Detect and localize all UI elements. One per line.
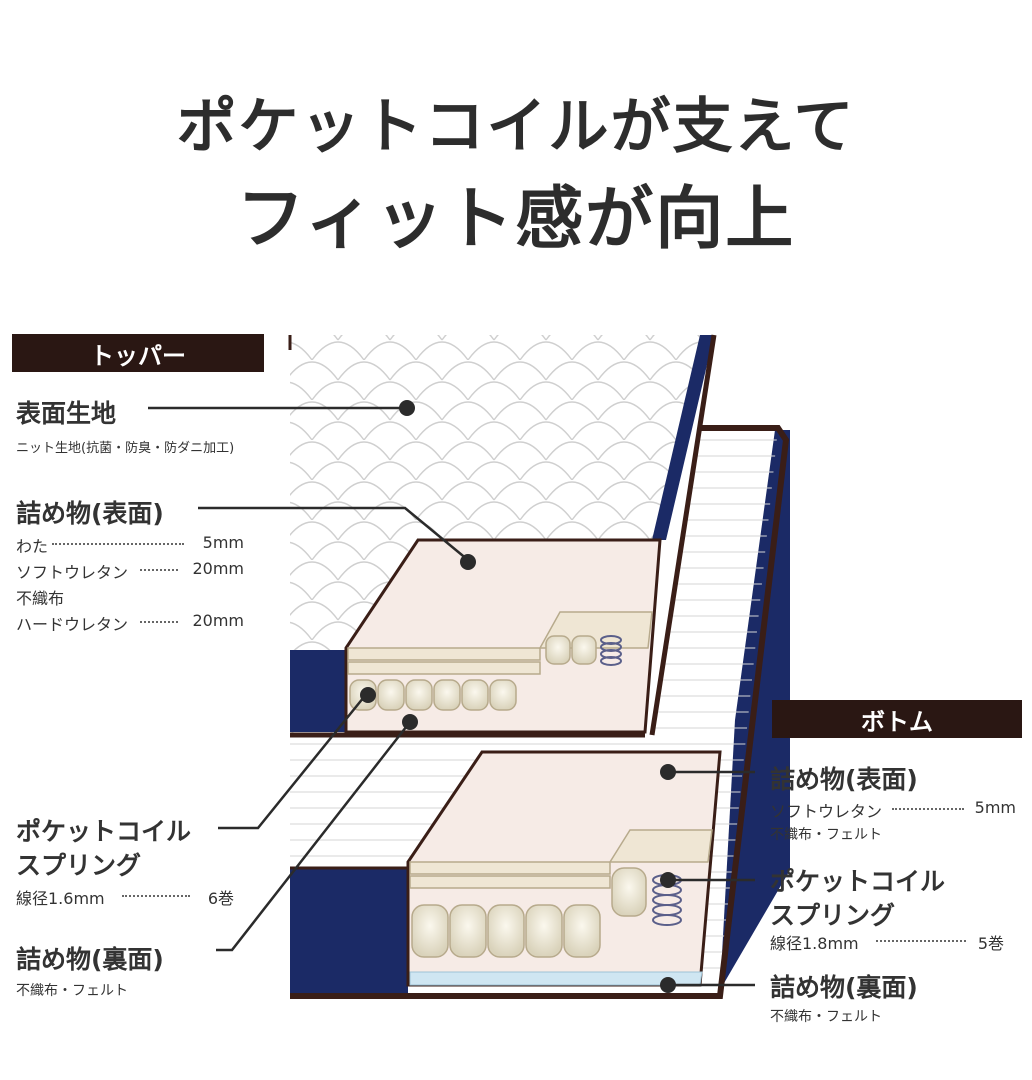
topper-pocket-coil-title-1: ポケットコイル xyxy=(16,817,192,846)
bottom-filling-top-spec-value: 5mm xyxy=(974,798,1016,817)
topper-filling-row-value: 5mm xyxy=(202,533,244,552)
topper-filling-row: ハードウレタン 20mm xyxy=(16,611,244,634)
topper-filling-row-label: ハードウレタン xyxy=(16,615,129,634)
topper-filling-row: 不織布 xyxy=(16,585,244,608)
leader-dots xyxy=(360,400,676,993)
bottom-filling-top-spec: ソフトウレタン 5mm xyxy=(770,798,1016,821)
bottom-pocket-coil-spec-label: 線径1.8mm xyxy=(770,934,859,953)
headline-line-2: フィット感が向上 xyxy=(236,180,796,259)
headline-line-1: ポケットコイルが支えて xyxy=(176,92,856,162)
bottom-filling-top-desc: 不織布・フェルト xyxy=(770,827,882,843)
topper-filling-row-label: 不織布 xyxy=(16,589,65,608)
topper-pocket-coil-spec-value: 6巻 xyxy=(207,889,234,908)
topper-filling-row: ソフトウレタン 20mm xyxy=(16,559,244,582)
topper-filling-row-value: 20mm xyxy=(192,611,244,630)
topper-spring-icon xyxy=(600,635,622,666)
bottom-pocket-coil-title-2: スプリング xyxy=(770,901,896,930)
surface-fabric-desc: ニット生地(抗菌・防臭・防ダニ加工) xyxy=(16,441,235,456)
topper-filling-back-desc: 不織布・フェルト xyxy=(16,983,128,999)
topper-filling-row-value: 20mm xyxy=(192,559,244,578)
topper-pocket-coil-spec-label: 線径1.6mm xyxy=(16,889,105,908)
topper-filling-top-title: 詰め物(表面) xyxy=(16,499,164,528)
bottom-pocket-coil-spec-value: 5巻 xyxy=(977,934,1004,953)
bottom-pocket-coil-spec: 線径1.8mm 5巻 xyxy=(770,930,1004,953)
bottom-filling-back-desc: 不織布・フェルト xyxy=(770,1009,882,1025)
topper-unit-shape xyxy=(288,334,717,738)
topper-filling-row-label: ソフトウレタン xyxy=(16,563,129,582)
bottom-unit-shape xyxy=(290,425,790,999)
topper-filling-row-label: わた xyxy=(16,537,49,556)
topper-filling-row: わた 5mm xyxy=(16,533,244,556)
bottom-filling-top-title: 詰め物(表面) xyxy=(770,765,918,794)
surface-fabric-title: 表面生地 xyxy=(16,399,117,428)
topper-pocket-coil-spec: 線径1.6mm 6巻 xyxy=(16,885,234,908)
bottom-pocket-coil-title-1: ポケットコイル xyxy=(770,867,946,896)
bottom-front-band xyxy=(290,868,408,996)
topper-filling-back-title: 詰め物(裏面) xyxy=(16,945,164,974)
bottom-filling-top-spec-label: ソフトウレタン xyxy=(770,802,883,821)
leader-lines xyxy=(148,406,755,987)
topper-pocket-coil-title-2: スプリング xyxy=(16,851,142,880)
topper-front-band xyxy=(290,650,346,732)
bottom-filling-back-title: 詰め物(裏面) xyxy=(770,973,918,1002)
topper-side-panel xyxy=(652,335,714,540)
bottom-tag: ボトム xyxy=(772,700,1022,738)
topper-tag: トッパー xyxy=(12,334,264,372)
